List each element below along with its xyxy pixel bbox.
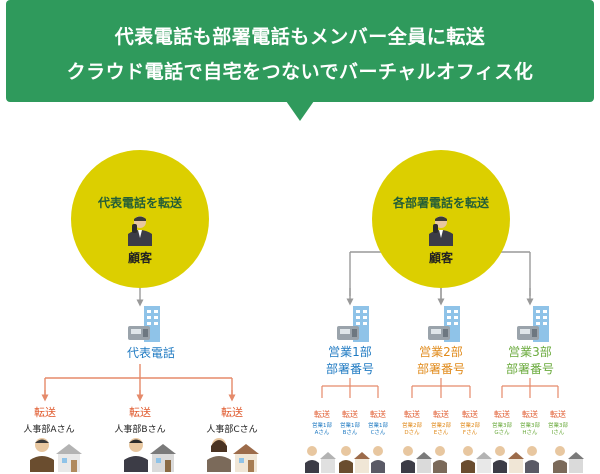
transfer-label: 転送 xyxy=(129,406,151,419)
member-department: 営業3部 xyxy=(548,423,568,429)
member-label: 営業2部 Dさん xyxy=(399,423,425,437)
department-3-number: 部署番号 xyxy=(505,362,554,376)
banner-pointer xyxy=(286,101,314,121)
department-number-circle: 各部署電話を転送 顧客 xyxy=(372,150,510,288)
department-2-name: 営業2部 xyxy=(419,345,463,359)
member-label: 営業1部 Bさん xyxy=(337,423,363,437)
member-department: 営業3部 xyxy=(492,423,512,429)
member-name: Cさん xyxy=(370,430,386,436)
member-department: 営業2部 xyxy=(431,423,451,429)
headline-banner: 代表電話も部署電話もメンバー全員に転送 クラウド電話で自宅をつないでバーチャルオ… xyxy=(6,0,594,102)
transfer-label: 転送 xyxy=(462,410,478,419)
employee-with-house-icon xyxy=(30,438,82,472)
department-2-label: 営業2部 部署番号 xyxy=(409,344,473,378)
member-department: 営業1部 xyxy=(312,423,332,429)
transfer-label: 転送 xyxy=(221,406,243,419)
member-department: 営業1部 xyxy=(368,423,388,429)
department-1-label: 営業1部 部署番号 xyxy=(318,344,382,378)
member-name: Aさん xyxy=(314,430,330,436)
office-phone-icon xyxy=(337,306,369,342)
transfer-label: 転送 xyxy=(342,410,358,419)
member-department: 営業3部 xyxy=(520,423,540,429)
transfer-label: 転送 xyxy=(494,410,510,419)
member-label: 営業2部 Eさん xyxy=(428,423,454,437)
headline-line-1: 代表電話も部署電話もメンバー全員に転送 xyxy=(114,26,486,48)
employee-with-house-icon xyxy=(207,438,259,472)
person-label: 人事部Cさん xyxy=(206,425,258,435)
department-number-title: 各部署電話を転送 xyxy=(392,196,489,210)
member-name: Fさん xyxy=(462,430,478,436)
main-phone-label: 代表電話 xyxy=(126,346,175,360)
department-3-label: 営業3部 部署番号 xyxy=(498,344,562,378)
member-label: 営業1部 Cさん xyxy=(365,423,391,437)
member-name: Hさん xyxy=(522,430,538,436)
transfer-label: 転送 xyxy=(433,410,449,419)
member-label: 営業3部 Iさん xyxy=(545,423,571,437)
member-department: 営業1部 xyxy=(340,423,360,429)
member-label: 営業2部 Fさん xyxy=(457,423,483,437)
customer-on-phone-icon xyxy=(128,216,152,246)
office-phone-icon xyxy=(428,306,460,342)
transfer-label: 転送 xyxy=(370,410,386,419)
transfer-label: 転送 xyxy=(522,410,538,419)
member-name: Gさん xyxy=(494,430,510,436)
transfer-label: 転送 xyxy=(550,410,566,419)
transfer-label: 転送 xyxy=(34,406,56,419)
employee-with-house-icon xyxy=(124,438,176,472)
main-number-title: 代表電話を転送 xyxy=(97,196,182,210)
member-department: 営業2部 xyxy=(402,423,422,429)
member-label: 営業3部 Hさん xyxy=(517,423,543,437)
department-1-name: 営業1部 xyxy=(328,345,372,359)
customer-label: 顧客 xyxy=(127,251,152,265)
member-name: Bさん xyxy=(342,430,358,436)
member-label: 営業1部 Aさん xyxy=(309,423,335,437)
person-label: 人事部Bさん xyxy=(114,425,166,435)
member-name: Dさん xyxy=(404,430,420,436)
customer-on-phone-icon xyxy=(429,216,453,246)
office-phone-icon xyxy=(517,306,549,342)
department-1-number: 部署番号 xyxy=(325,362,374,376)
main-number-circle: 代表電話を転送 顧客 xyxy=(71,150,209,288)
department-2-number: 部署番号 xyxy=(416,362,465,376)
member-name: Iさん xyxy=(551,430,565,436)
member-department: 営業2部 xyxy=(460,423,480,429)
headline-line-2: クラウド電話で自宅をつないでバーチャルオフィス化 xyxy=(66,61,534,83)
member-name: Eさん xyxy=(433,430,449,436)
department-3-name: 営業3部 xyxy=(508,345,552,359)
person-label: 人事部Aさん xyxy=(23,425,75,435)
employees-with-houses-icon xyxy=(305,446,584,473)
office-phone-icon xyxy=(128,306,160,342)
transfer-label: 転送 xyxy=(404,410,420,419)
customer-label: 顧客 xyxy=(428,251,453,265)
member-label: 営業3部 Gさん xyxy=(489,423,515,437)
transfer-label: 転送 xyxy=(314,410,330,419)
